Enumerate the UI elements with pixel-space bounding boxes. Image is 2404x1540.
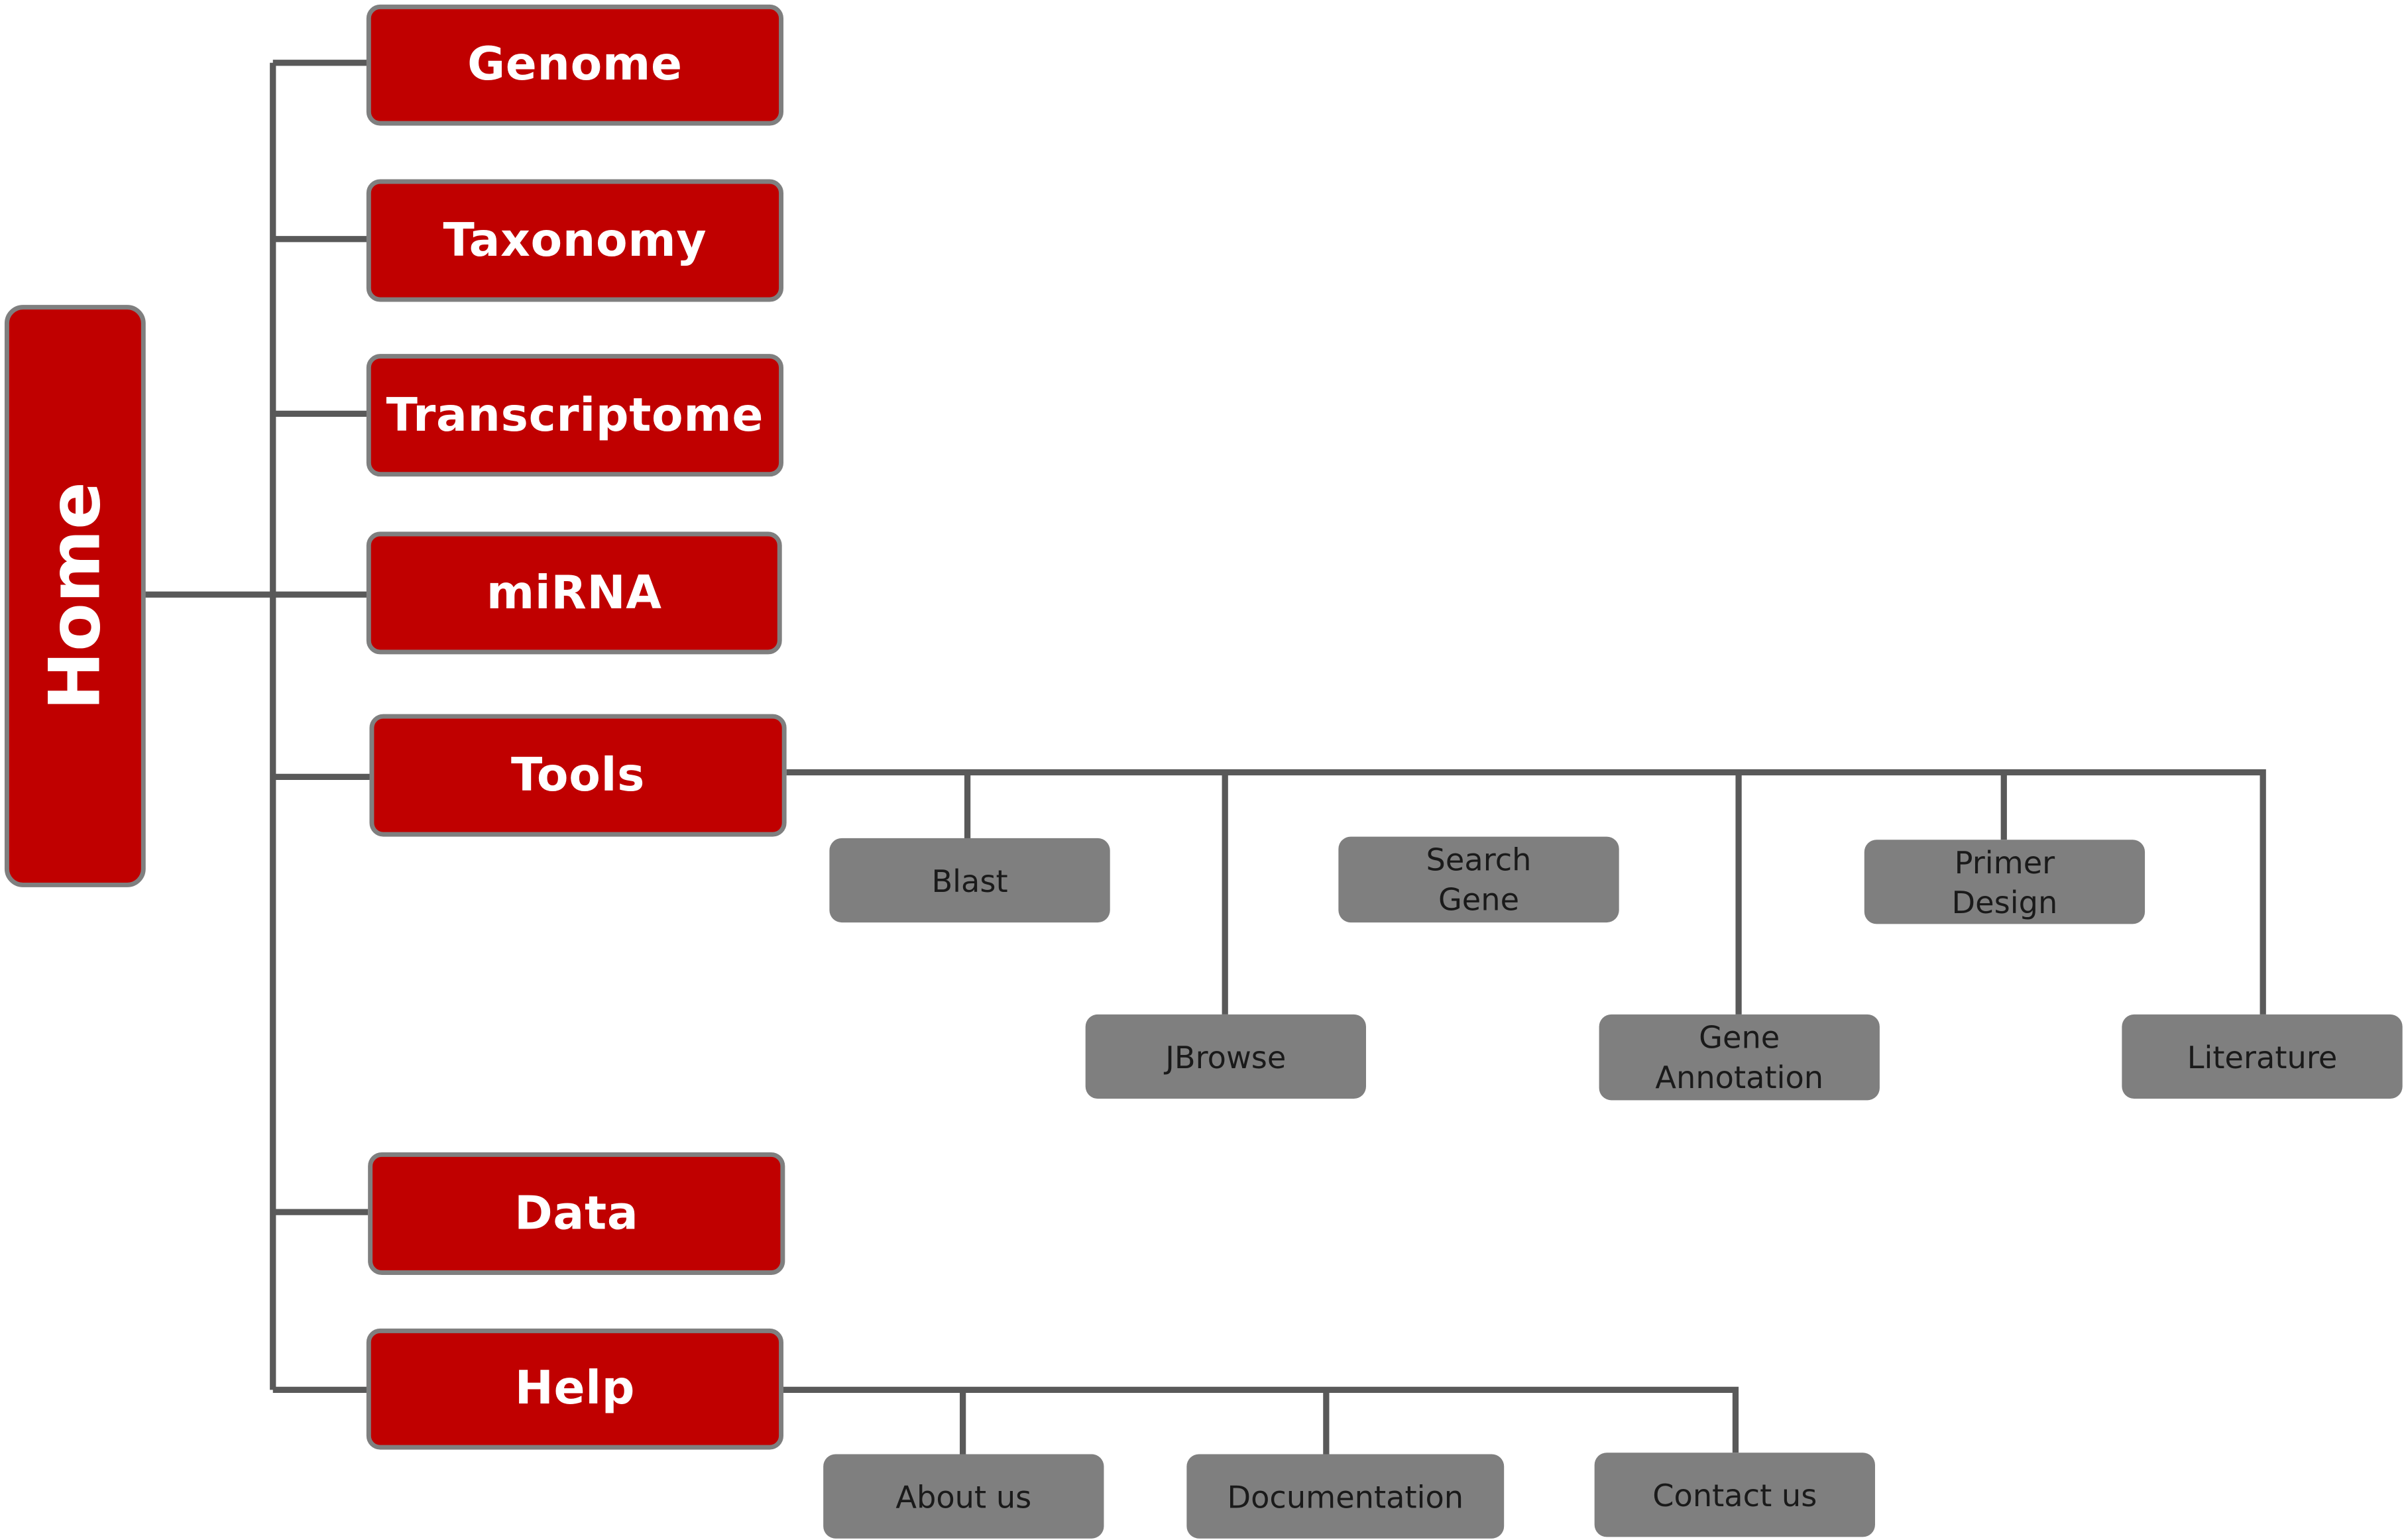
help-label: Help xyxy=(514,1362,636,1416)
data-label: Data xyxy=(514,1186,639,1240)
jbrowse-node[interactable]: JBrowse xyxy=(1085,1014,1367,1099)
search-gene-label: Search Gene xyxy=(1426,841,1532,918)
home-label: Home xyxy=(33,481,117,711)
jbrowse-label: JBrowse xyxy=(1165,1038,1287,1075)
literature-label: Literature xyxy=(2187,1038,2338,1075)
contact-us-label: Contact us xyxy=(1652,1476,1817,1513)
help-node[interactable]: Help xyxy=(366,1328,784,1450)
tools-node[interactable]: Tools xyxy=(369,714,787,837)
documentation-label: Documentation xyxy=(1227,1478,1464,1515)
blast-node[interactable]: Blast xyxy=(829,838,1110,923)
gene-annotation-label: Gene Annotation xyxy=(1655,1018,1824,1096)
contact-us-node[interactable]: Contact us xyxy=(1594,1453,1875,1537)
transcriptome-node[interactable]: Transcriptome xyxy=(366,354,784,477)
tools-label: Tools xyxy=(511,748,646,802)
transcriptome-label: Transcriptome xyxy=(386,388,764,443)
data-node[interactable]: Data xyxy=(368,1152,785,1275)
taxonomy-label: Taxonomy xyxy=(443,213,707,268)
primer-design-node[interactable]: Primer Design xyxy=(1864,840,2146,924)
taxonomy-node[interactable]: Taxonomy xyxy=(366,179,784,302)
blast-label: Blast xyxy=(931,861,1008,899)
connector-help-bus xyxy=(781,1386,1739,1453)
genome-node[interactable]: Genome xyxy=(366,4,784,126)
documentation-node[interactable]: Documentation xyxy=(1186,1454,1505,1539)
home-node[interactable]: Home xyxy=(4,305,146,887)
search-gene-node[interactable]: Search Gene xyxy=(1338,836,1619,923)
about-us-label: About us xyxy=(895,1478,1032,1515)
mirna-label: miRNA xyxy=(486,566,662,620)
primer-design-label: Primer Design xyxy=(1951,843,2058,920)
genome-label: Genome xyxy=(467,38,683,92)
connector-tools-bus xyxy=(786,769,2266,1015)
gene-annotation-node[interactable]: Gene Annotation xyxy=(1599,1014,1880,1101)
mirna-node[interactable]: miRNA xyxy=(366,531,782,655)
about-us-node[interactable]: About us xyxy=(823,1454,1104,1539)
literature-node[interactable]: Literature xyxy=(2122,1014,2403,1099)
